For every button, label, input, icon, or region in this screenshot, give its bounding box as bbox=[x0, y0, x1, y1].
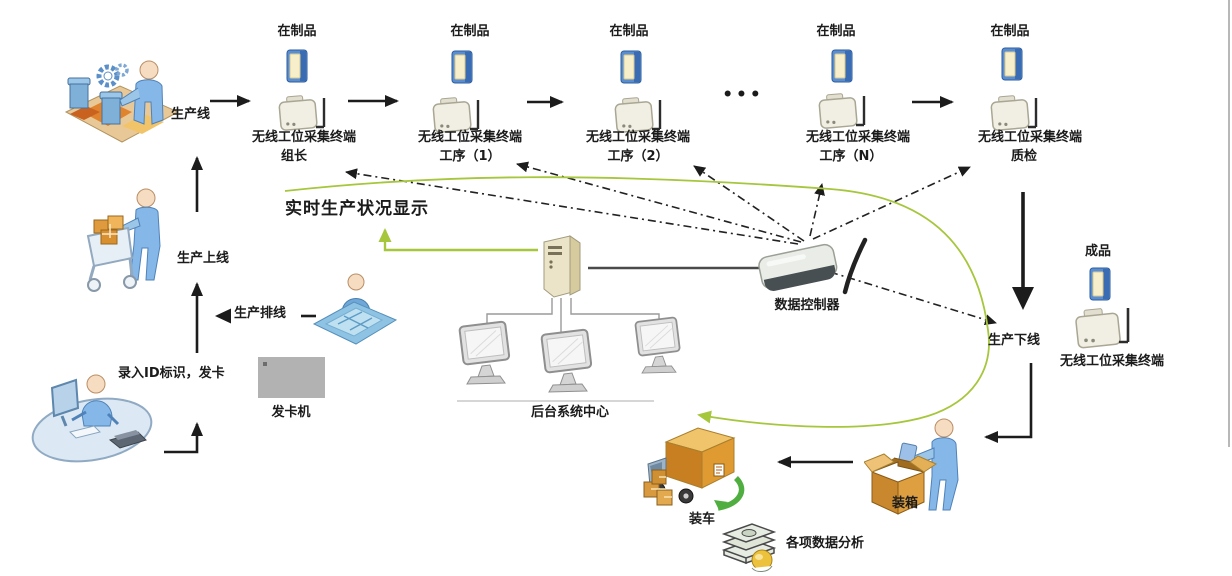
cart-person-icon bbox=[86, 188, 161, 292]
realtime-display-title: 实时生产状况显示 bbox=[285, 199, 429, 219]
monitor-icon bbox=[540, 328, 593, 393]
terminal-role-label: 组长 bbox=[280, 149, 308, 164]
wip-product-icon bbox=[831, 49, 853, 83]
data-analysis-label: 各项数据分析 bbox=[786, 536, 865, 551]
monitor-icon bbox=[458, 320, 511, 385]
offline-terminal-label: 无线工位采集终端 bbox=[1059, 354, 1165, 369]
terminal-name-label: 无线工位采集终端 bbox=[417, 130, 523, 145]
production-line-icon bbox=[64, 60, 180, 143]
wip-label: 在制品 bbox=[609, 24, 649, 39]
wireless-terminal-icon bbox=[278, 95, 326, 131]
card-machine-label: 发卡机 bbox=[271, 405, 311, 420]
wip-product-icon bbox=[451, 50, 473, 84]
offline-terminal-icon bbox=[1075, 308, 1130, 349]
wip-label: 在制品 bbox=[277, 24, 317, 39]
production-scheduling-label: 生产排线 bbox=[234, 306, 287, 321]
terminal-role-label: 工序（1） bbox=[439, 149, 501, 164]
process-arrows bbox=[164, 95, 1033, 468]
wip-product-icon bbox=[620, 50, 642, 84]
card-machine-icon bbox=[258, 357, 325, 398]
monitor-icon bbox=[634, 316, 681, 374]
feedback-arc bbox=[284, 176, 990, 428]
terminal-role-label: 工序（N） bbox=[819, 149, 883, 164]
data-analysis-icon bbox=[721, 523, 777, 572]
finished-product-icon bbox=[1089, 267, 1111, 301]
wireless-terminal-icon bbox=[432, 97, 480, 133]
stations-ellipsis: ••• bbox=[722, 85, 764, 105]
wip-product-icon bbox=[1001, 47, 1023, 81]
boxing-icon bbox=[864, 418, 959, 515]
wireless-terminal-icon bbox=[990, 95, 1038, 131]
id-card-entry-label: 录入ID标识，发卡 bbox=[118, 366, 225, 381]
terminal-name-label: 无线工位采集终端 bbox=[805, 130, 911, 145]
terminal-name-label: 无线工位采集终端 bbox=[977, 130, 1083, 145]
production-offline-label: 生产下线 bbox=[988, 333, 1041, 348]
wireless-terminal-icon bbox=[818, 93, 866, 129]
terminal-name-label: 无线工位采集终端 bbox=[251, 130, 357, 145]
server-tower-icon bbox=[543, 235, 581, 298]
production-line-label: 生产线 bbox=[171, 107, 211, 122]
wireless-terminal-icon bbox=[614, 97, 662, 133]
truck-icon bbox=[643, 427, 745, 511]
wip-label: 在制品 bbox=[990, 24, 1030, 39]
wireless-links bbox=[345, 161, 997, 326]
wip-label: 在制品 bbox=[816, 24, 856, 39]
wip-product-icon bbox=[286, 49, 308, 83]
terminal-role-label: 质检 bbox=[1010, 149, 1038, 164]
truck-loading-label: 装车 bbox=[688, 512, 716, 527]
boxing-label: 装箱 bbox=[891, 496, 919, 511]
terminal-name-label: 无线工位采集终端 bbox=[585, 130, 691, 145]
terminal-role-label: 工序（2） bbox=[607, 149, 669, 164]
finished-product-label: 成品 bbox=[1084, 244, 1112, 259]
wip-label: 在制品 bbox=[450, 24, 490, 39]
operator-desk-icon bbox=[31, 374, 153, 463]
scheduling-arrowhead bbox=[215, 308, 231, 324]
realtime-display-arrow bbox=[378, 228, 538, 252]
backend-center-label: 后台系统中心 bbox=[530, 405, 610, 420]
data-controller-label: 数据控制器 bbox=[774, 298, 840, 313]
production-online-label: 生产上线 bbox=[176, 251, 230, 266]
data-controller-icon bbox=[758, 237, 868, 295]
scheduling-person-icon bbox=[312, 273, 398, 345]
